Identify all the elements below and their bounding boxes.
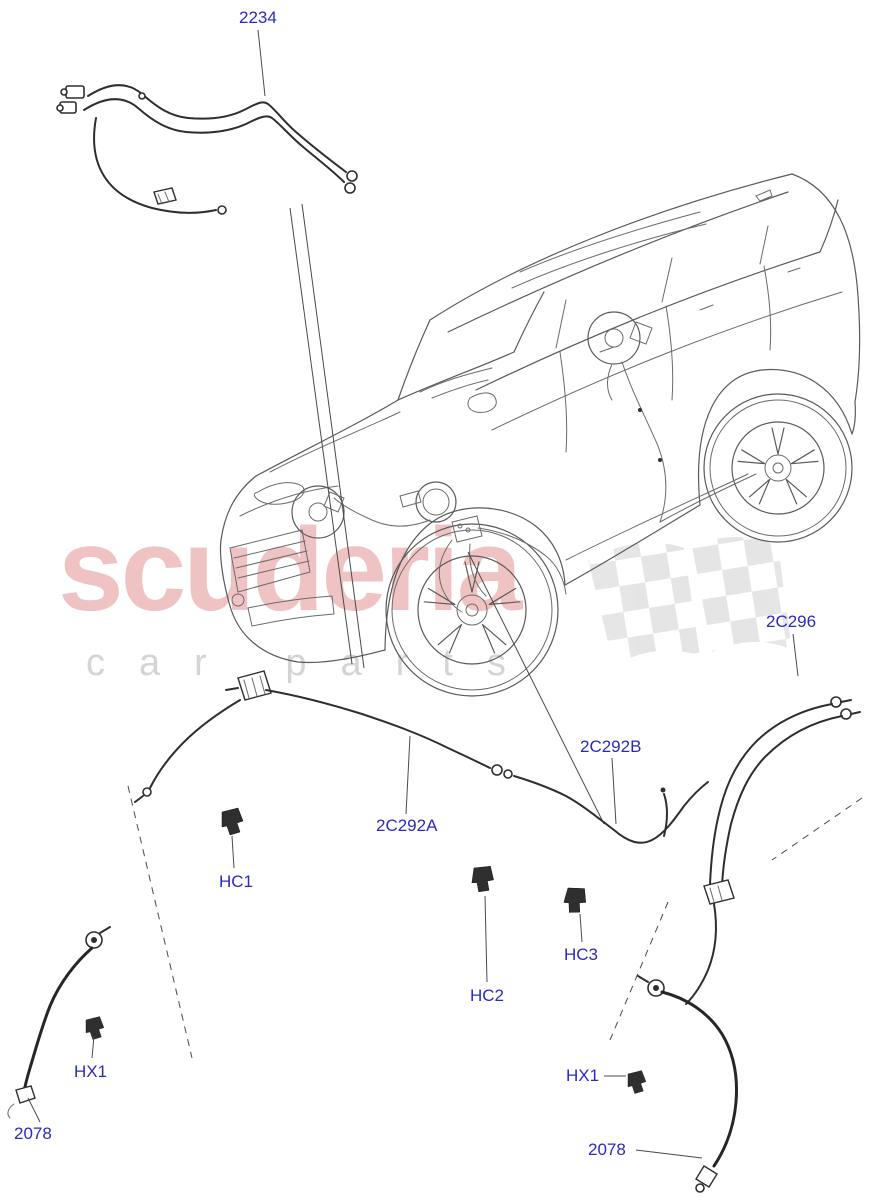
locator-lines	[257, 29, 605, 825]
part-label-2078-right[interactable]: 2078	[588, 1140, 626, 1159]
part-label-HX1-right[interactable]: HX1	[566, 1066, 600, 1085]
brake-pipe-assembly-2234-drawing	[56, 84, 358, 215]
watermark-brand: scuderia	[58, 504, 522, 636]
part-label-2234[interactable]: 2234	[239, 8, 277, 27]
part-label-HC1[interactable]: HC1	[219, 872, 254, 891]
label-leader-lines	[27, 633, 799, 1159]
watermark-tagline: car parts	[86, 642, 540, 684]
part-label-2C292A[interactable]: 2C292A	[376, 816, 438, 835]
part-label-2C296[interactable]: 2C296	[766, 612, 817, 631]
front-brake-pipe-2C292-drawing	[134, 670, 709, 844]
front-right-brake-hose-2078-drawing	[627, 975, 738, 1193]
part-label-2078-left[interactable]: 2078	[14, 1124, 52, 1143]
checkered-flag-watermark	[588, 537, 792, 666]
part-label-HX1-left[interactable]: HX1	[74, 1062, 108, 1081]
dashed-boundary-lines	[127, 785, 863, 1059]
part-label-2C292B[interactable]: 2C292B	[580, 737, 642, 756]
part-label-HC2[interactable]: HC2	[470, 986, 505, 1005]
part-label-HC3[interactable]: HC3	[564, 945, 599, 964]
front-left-brake-hose-2078-drawing	[7, 926, 111, 1119]
rear-brake-pipe-2C296-drawing	[685, 696, 861, 1005]
